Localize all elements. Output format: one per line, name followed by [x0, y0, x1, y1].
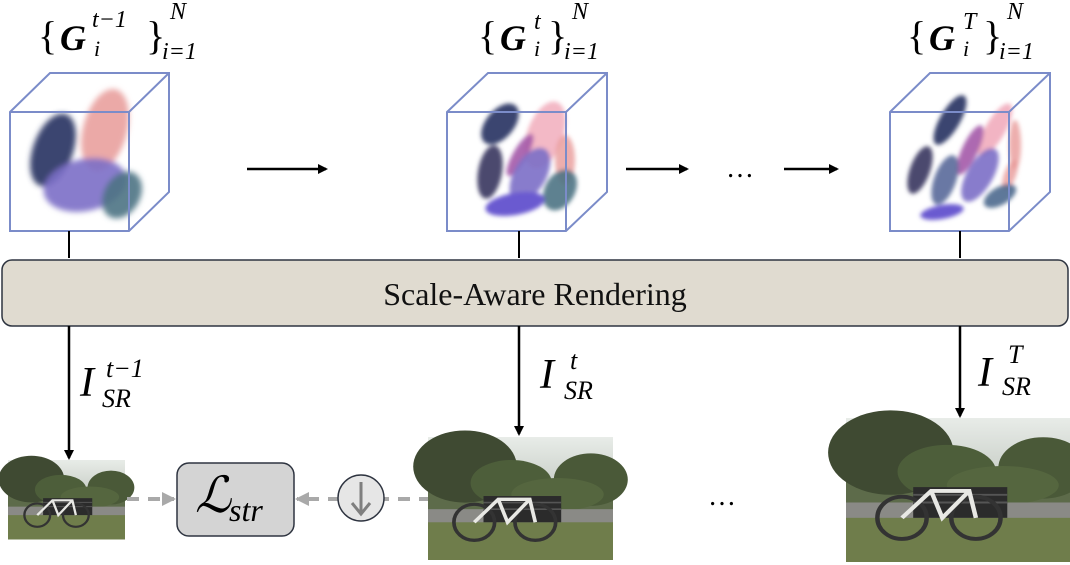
- gaussian-cube-t: [446, 72, 608, 232]
- render-image-T: [828, 410, 1070, 562]
- scale-aware-rendering-block: Scale-Aware Rendering: [1, 259, 1069, 327]
- ellipsis-bottom: …: [708, 481, 736, 512]
- render-image-t-minus-1: [0, 454, 136, 541]
- render-image-t: [411, 428, 630, 562]
- downsample-operator: [337, 474, 385, 522]
- structure-loss-block: [176, 462, 295, 537]
- ellipsis-top: …: [726, 153, 754, 184]
- down-arrow-icon: [350, 482, 372, 517]
- gaussian-cube-t-minus-1: [9, 72, 170, 232]
- renderer-label: Scale-Aware Rendering: [383, 276, 687, 312]
- gaussian-cube-T: [889, 72, 1051, 232]
